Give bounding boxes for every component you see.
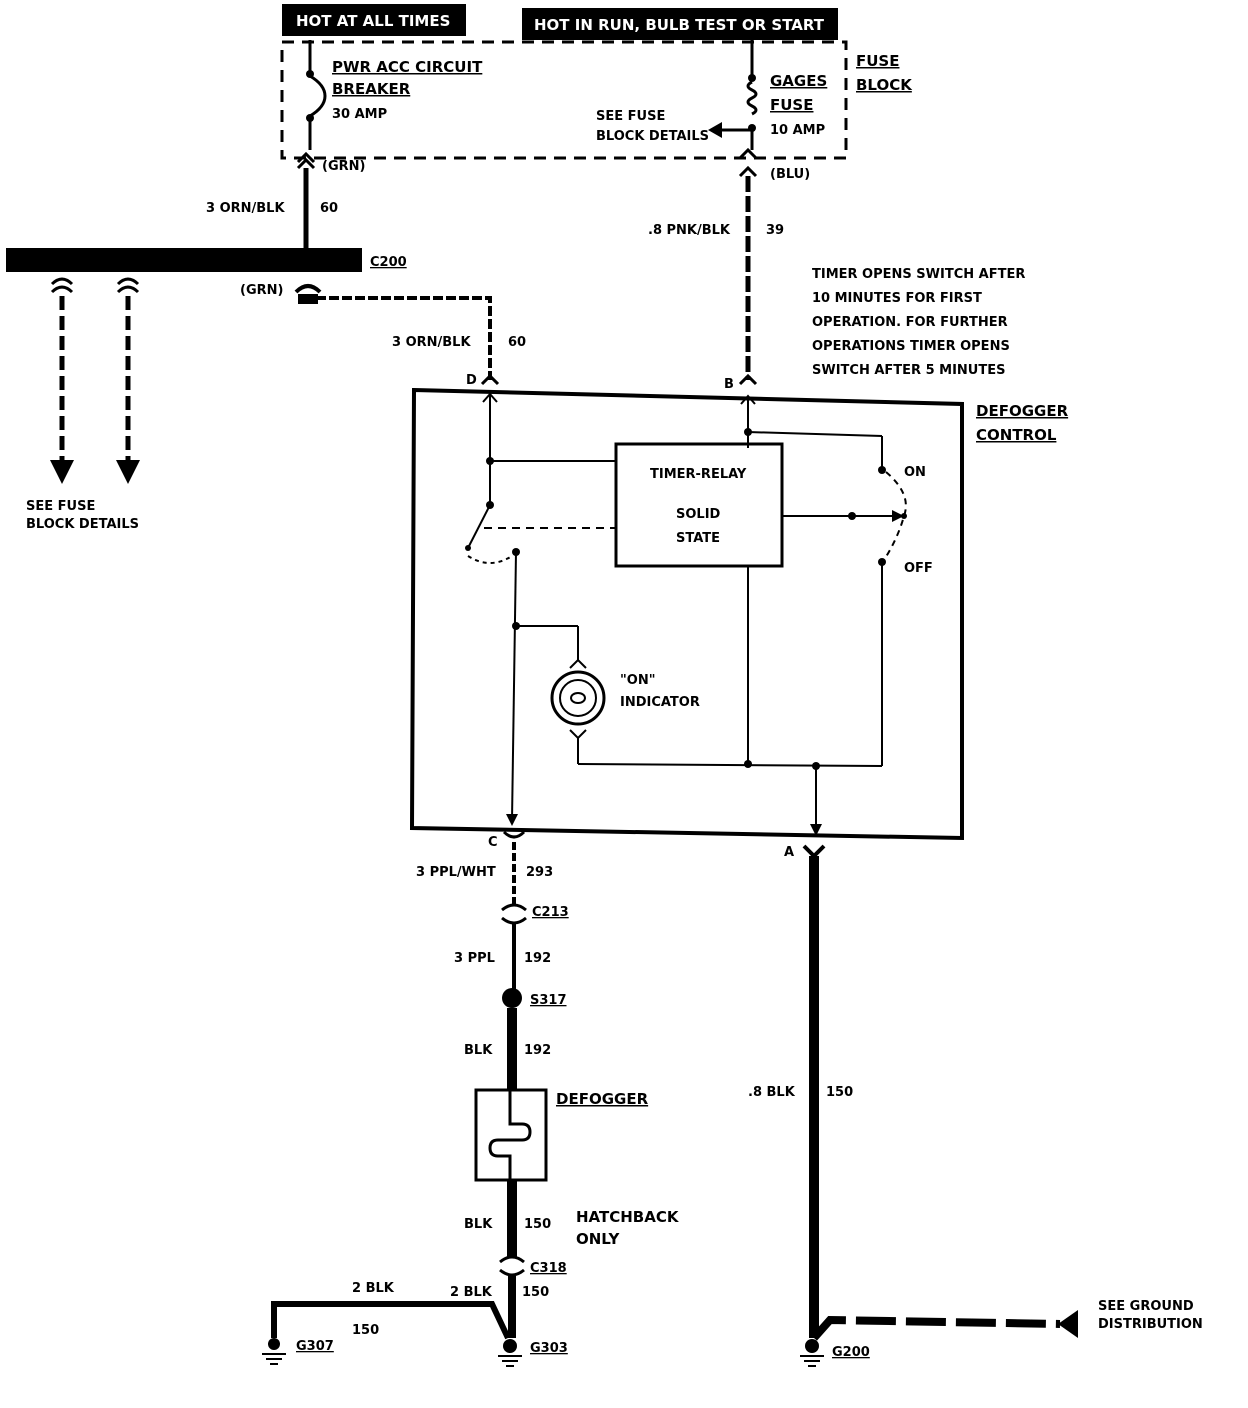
state-label: STATE (676, 531, 720, 546)
gages-rating: 10 AMP (770, 123, 825, 138)
gages-label-1: GAGES (770, 72, 827, 90)
breaker-label-2: BREAKER (332, 80, 411, 98)
on-indicator-lamp (550, 658, 606, 740)
c200-label: C200 (370, 255, 407, 270)
wire-39-gauge: .8 PNK/BLK (648, 223, 731, 238)
c318-label: C318 (530, 1261, 567, 1276)
gages-fuse-symbol (708, 40, 758, 150)
c200-grn-connector (294, 284, 322, 304)
wire-150-to-g307 (271, 1301, 511, 1340)
timer-note-line-3: OPERATION. FOR FURTHER (812, 315, 1008, 330)
wire-192b-gauge: BLK (464, 1043, 493, 1058)
s317-splice (502, 988, 522, 1008)
connector-grn-top (296, 151, 316, 170)
fuse-see-details-1: SEE FUSE (596, 109, 665, 124)
c200-left-branches (50, 277, 140, 484)
pin-c-label: C (488, 835, 498, 850)
breaker-label-1: PWR ACC CIRCUIT (332, 58, 483, 76)
banner-hot-at-all-times-text: HOT AT ALL TIMES (296, 12, 450, 30)
fuse-block-label-2: BLOCK (856, 76, 913, 94)
see-ground-2: DISTRIBUTION (1098, 1317, 1203, 1332)
indicator-label-2: INDICATOR (620, 695, 700, 710)
ground-g303 (498, 1339, 522, 1367)
defogger-grid (474, 1088, 548, 1182)
wire-293-gauge: 3 PPL/WHT (416, 865, 496, 880)
banner-hot-in-run: HOT IN RUN, BULB TEST OR START (522, 8, 838, 40)
breaker-rating: 30 AMP (332, 107, 387, 122)
g303-label: G303 (530, 1341, 568, 1356)
ground-g307 (262, 1338, 286, 1365)
s317-label: S317 (530, 993, 567, 1008)
pin-a-label: A (784, 845, 794, 860)
fuse-block-label-1: FUSE (856, 52, 899, 70)
wire-150b-num: 150 (522, 1285, 549, 1300)
c213-connector (501, 903, 527, 925)
defogger-control: DEFOGGER CONTROL D B TIMER-RELAY SOLID S… (409, 373, 1069, 860)
wire-150d-num: 150 (826, 1085, 853, 1100)
wire-ground-distribution (811, 1315, 1061, 1341)
hatchback-label-1: HATCHBACK (576, 1208, 680, 1226)
label-grn-top: (GRN) (322, 159, 365, 174)
banner-hot-in-run-text: HOT IN RUN, BULB TEST OR START (534, 16, 825, 34)
defogger-label: DEFOGGER (556, 1090, 649, 1108)
defogger-control-label-1: DEFOGGER (976, 402, 1069, 420)
wire-150c-num: 150 (352, 1323, 379, 1338)
indicator-label-1: "ON" (620, 673, 655, 688)
switch-off-label: OFF (904, 561, 933, 576)
connector-blu (738, 147, 758, 178)
ground-distribution-arrow (1058, 1310, 1078, 1338)
wire-60-lower-gauge: 3 ORN/BLK (392, 335, 471, 350)
c318-connector (499, 1255, 525, 1277)
wire-60-lower-num: 60 (508, 335, 526, 350)
fuse-block: FUSE BLOCK PWR ACC CIRCUIT BREAKER 30 AM… (280, 40, 913, 160)
g307-label: G307 (296, 1339, 334, 1354)
pin-b-label: B (724, 377, 734, 392)
c200-see-fuse-2: BLOCK DETAILS (26, 517, 139, 532)
fuse-see-details-2: BLOCK DETAILS (596, 129, 709, 144)
defogger-control-label-2: CONTROL (976, 426, 1057, 444)
wire-60-upper-num: 60 (320, 201, 338, 216)
wire-150c-gauge: 2 BLK (352, 1281, 395, 1296)
wire-192b-num: 192 (524, 1043, 551, 1058)
g200-label: G200 (832, 1345, 870, 1360)
solid-label: SOLID (676, 507, 721, 522)
wire-150a-num: 150 (524, 1217, 551, 1232)
c200-grn-label: (GRN) (240, 283, 283, 298)
see-ground-1: SEE GROUND (1098, 1299, 1194, 1314)
wire-39-num: 39 (766, 223, 784, 238)
wire-293-num: 293 (526, 865, 553, 880)
wire-192a-gauge: 3 PPL (454, 951, 495, 966)
ground-g200 (800, 1339, 824, 1367)
timer-note: TIMER OPENS SWITCH AFTER 10 MINUTES FOR … (812, 267, 1025, 378)
timer-note-line-1: TIMER OPENS SWITCH AFTER (812, 267, 1025, 282)
wire-60-lower (316, 296, 492, 380)
timer-note-line-2: 10 MINUTES FOR FIRST (812, 291, 982, 306)
timer-note-line-5: SWITCH AFTER 5 MINUTES (812, 363, 1005, 378)
timer-note-line-4: OPERATIONS TIMER OPENS (812, 339, 1010, 354)
banner-hot-at-all-times: HOT AT ALL TIMES (282, 4, 466, 36)
wire-60-upper-gauge: 3 ORN/BLK (206, 201, 285, 216)
c213-label: C213 (532, 905, 569, 920)
wire-192a-num: 192 (524, 951, 551, 966)
gages-label-2: FUSE (770, 96, 813, 114)
label-blu: (BLU) (770, 167, 810, 182)
circuit-breaker-symbol (306, 40, 327, 150)
wire-150b-gauge: 2 BLK (450, 1285, 493, 1300)
wire-150a-gauge: BLK (464, 1217, 493, 1232)
hatchback-label-2: ONLY (576, 1230, 621, 1248)
wire-150d-gauge: .8 BLK (748, 1085, 796, 1100)
timer-relay-label: TIMER-RELAY (650, 467, 747, 482)
pin-d-label: D (466, 373, 477, 388)
c200-see-fuse-1: SEE FUSE (26, 499, 95, 514)
c200-bus-bar (6, 248, 362, 272)
switch-on-label: ON (904, 465, 926, 480)
